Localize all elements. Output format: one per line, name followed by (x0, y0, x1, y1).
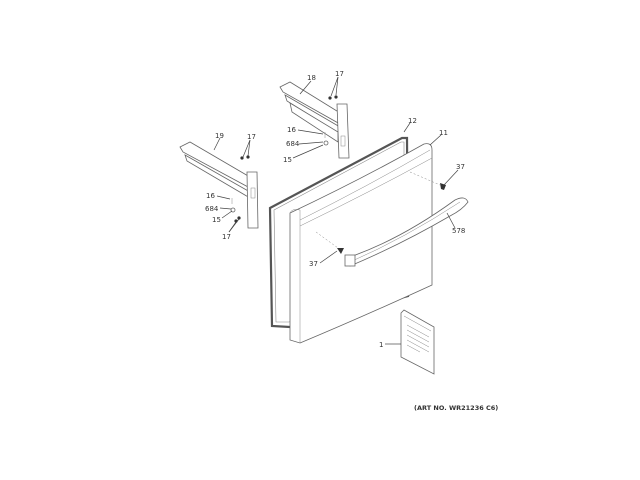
callout-16: 16 (206, 192, 215, 200)
callout-17: 17 (335, 70, 344, 78)
callout-18: 18 (307, 74, 316, 82)
callout-15: 15 (283, 156, 292, 164)
callout-16: 16 (287, 126, 296, 134)
door-handle (344, 197, 469, 267)
callout-17: 17 (222, 233, 231, 241)
callout-15: 15 (212, 216, 221, 224)
art-number: (ART NO. WR21236 C6) (414, 404, 498, 412)
callout-17: 17 (247, 133, 256, 141)
hinge-bracket-lower (179, 141, 259, 229)
screw-37-lower (315, 231, 344, 254)
owners-manual (400, 309, 435, 375)
callout-578: 578 (452, 227, 465, 235)
leader-lines (213, 76, 459, 345)
callout-684: 684 (205, 205, 219, 213)
callout-19: 19 (215, 132, 224, 140)
callout-12: 12 (408, 117, 417, 125)
callout-37: 37 (456, 163, 465, 171)
hinge-bracket-upper (279, 81, 350, 159)
callout-37: 37 (309, 260, 318, 268)
callout-11: 11 (439, 129, 448, 137)
callout-1: 1 (379, 341, 383, 349)
callout-684: 684 (286, 140, 300, 148)
door-panel (289, 143, 433, 344)
